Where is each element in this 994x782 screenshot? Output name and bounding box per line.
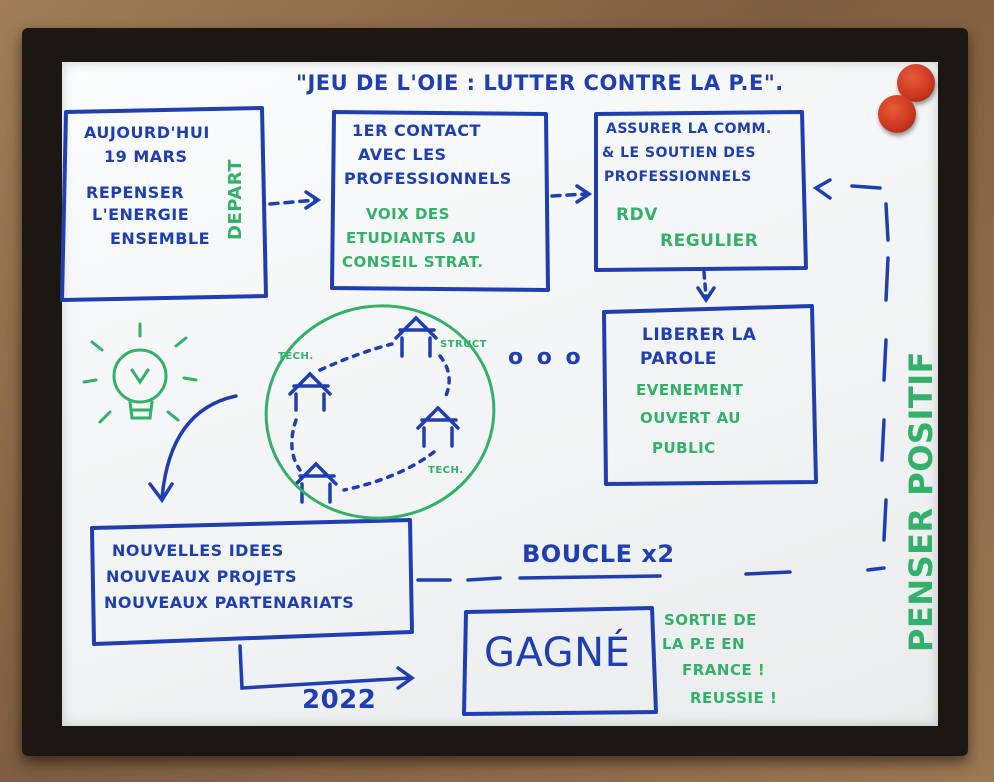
assurer-green-1: RDV [616, 205, 658, 225]
liberer-line-2: PAROLE [640, 349, 718, 369]
contact-green-1: VOIX DES [366, 205, 450, 223]
struct-label: STRUCT [440, 339, 488, 350]
sortie-line-4: REUSSIE ! [690, 689, 778, 707]
whiteboard [62, 62, 938, 726]
today-line-3: REPENSER [86, 183, 185, 202]
contact-green-3: CONSEIL STRAT. [342, 253, 484, 271]
arrow-assurer-liberer [702, 270, 708, 298]
dots-label: o o o [508, 345, 584, 370]
liberer-green-3: PUBLIC [652, 439, 716, 457]
house-icon [394, 315, 438, 358]
liberer-line-1: LIBERER LA [642, 325, 757, 345]
depart-label: DEPART [225, 158, 246, 240]
liberer-green-1: EVENEMENT [636, 381, 744, 399]
arrow-contact-assurer [550, 192, 588, 198]
box-gagne [462, 606, 658, 716]
network-circle [264, 304, 496, 520]
sortie-line-1: SORTIE DE [664, 611, 757, 629]
today-line-1: AUJOURD'HUI [84, 123, 210, 142]
box-today [60, 106, 268, 302]
sortie-line-3: FRANCE ! [682, 661, 766, 679]
contact-line-3: PROFESSIONNELS [344, 169, 512, 188]
tech-bottom-label: TECH. [428, 465, 464, 476]
box-liberer [602, 304, 818, 486]
today-line-4: L'ENERGIE [92, 205, 190, 224]
gagne-label: GAGNÉ [484, 630, 631, 676]
assurer-line-2: & LE SOUTIEN DES [602, 145, 756, 161]
assurer-line-1: ASSURER LA COMM. [606, 121, 772, 137]
board-title: "JEU DE L'OIE : LUTTER CONTRE LA P.E". [296, 71, 784, 95]
box-nouvelles [90, 518, 414, 646]
boucle-label: BOUCLE x2 [522, 540, 675, 568]
red-magnet [878, 95, 916, 133]
tech-top-label: TECH. [278, 351, 314, 362]
house-icon [294, 461, 338, 504]
arrow-idea-nouvelles [160, 394, 238, 500]
lightbulb-icon [82, 322, 198, 424]
contact-line-1: 1ER CONTACT [352, 121, 481, 140]
return-loop [850, 184, 890, 572]
box-assurer [594, 110, 808, 272]
nouvelles-line-3: NOUVEAUX PARTENARIATS [104, 593, 355, 612]
today-line-5: ENSEMBLE [110, 229, 211, 248]
liberer-green-2: OUVERT AU [640, 409, 741, 427]
today-line-2: 19 MARS [104, 147, 188, 166]
arrow-today-contact [268, 198, 318, 206]
year-label: 2022 [302, 685, 377, 715]
contact-line-2: AVEC LES [358, 145, 447, 164]
house-icon [416, 405, 460, 448]
assurer-line-3: PROFESSIONNELS [604, 169, 752, 185]
assurer-green-2: REGULIER [660, 231, 759, 251]
contact-green-2: ETUDIANTS AU [346, 229, 477, 247]
nouvelles-line-2: NOUVEAUX PROJETS [106, 567, 298, 586]
sortie-line-2: LA P.E EN [662, 635, 746, 653]
box-contact [330, 110, 550, 292]
penser-positif-label: PENSER POSITIF [902, 351, 940, 652]
boucle-dashes [416, 570, 792, 582]
arrow-2022 [238, 644, 412, 690]
nouvelles-line-1: NOUVELLES IDEES [112, 541, 284, 560]
house-icon [288, 371, 332, 412]
